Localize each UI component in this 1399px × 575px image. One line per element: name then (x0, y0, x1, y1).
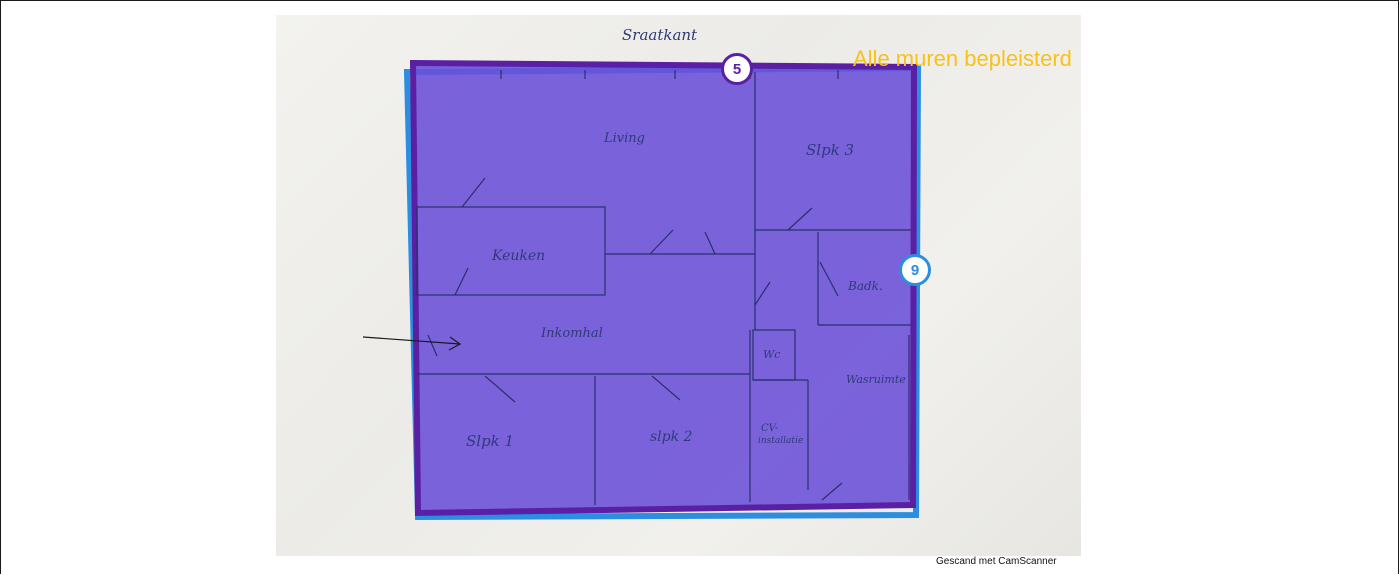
room-keuken-label: Keuken (491, 248, 545, 264)
room-badk-label: Badk. (847, 279, 883, 293)
room-slpk2-label: slpk 2 (650, 429, 693, 445)
room-inkomhal-label: Inkomhal (540, 326, 603, 341)
annotation-label[interactable]: Alle muren bepleisterd (853, 46, 1072, 71)
entrance-arrow (362, 336, 462, 351)
room-living-label: Living (603, 131, 645, 146)
room-wasruimte-label: Wasruimte (846, 373, 906, 386)
room-wc-label: Wc (763, 348, 780, 361)
street-side-label: Sraatkant (622, 26, 698, 44)
room-slpk3-label: Slpk 3 (806, 141, 854, 159)
floorplan-walls (416, 70, 912, 505)
room-cv-label-2: installatie (758, 436, 803, 446)
room-cv-label-1: CV- (761, 423, 779, 434)
region-5-badge[interactable]: 5 (721, 53, 753, 85)
region-9-badge[interactable]: 9 (899, 254, 931, 286)
camscanner-watermark: Gescand met CamScanner (936, 556, 1057, 567)
room-slpk1-label: Slpk 1 (466, 432, 514, 450)
